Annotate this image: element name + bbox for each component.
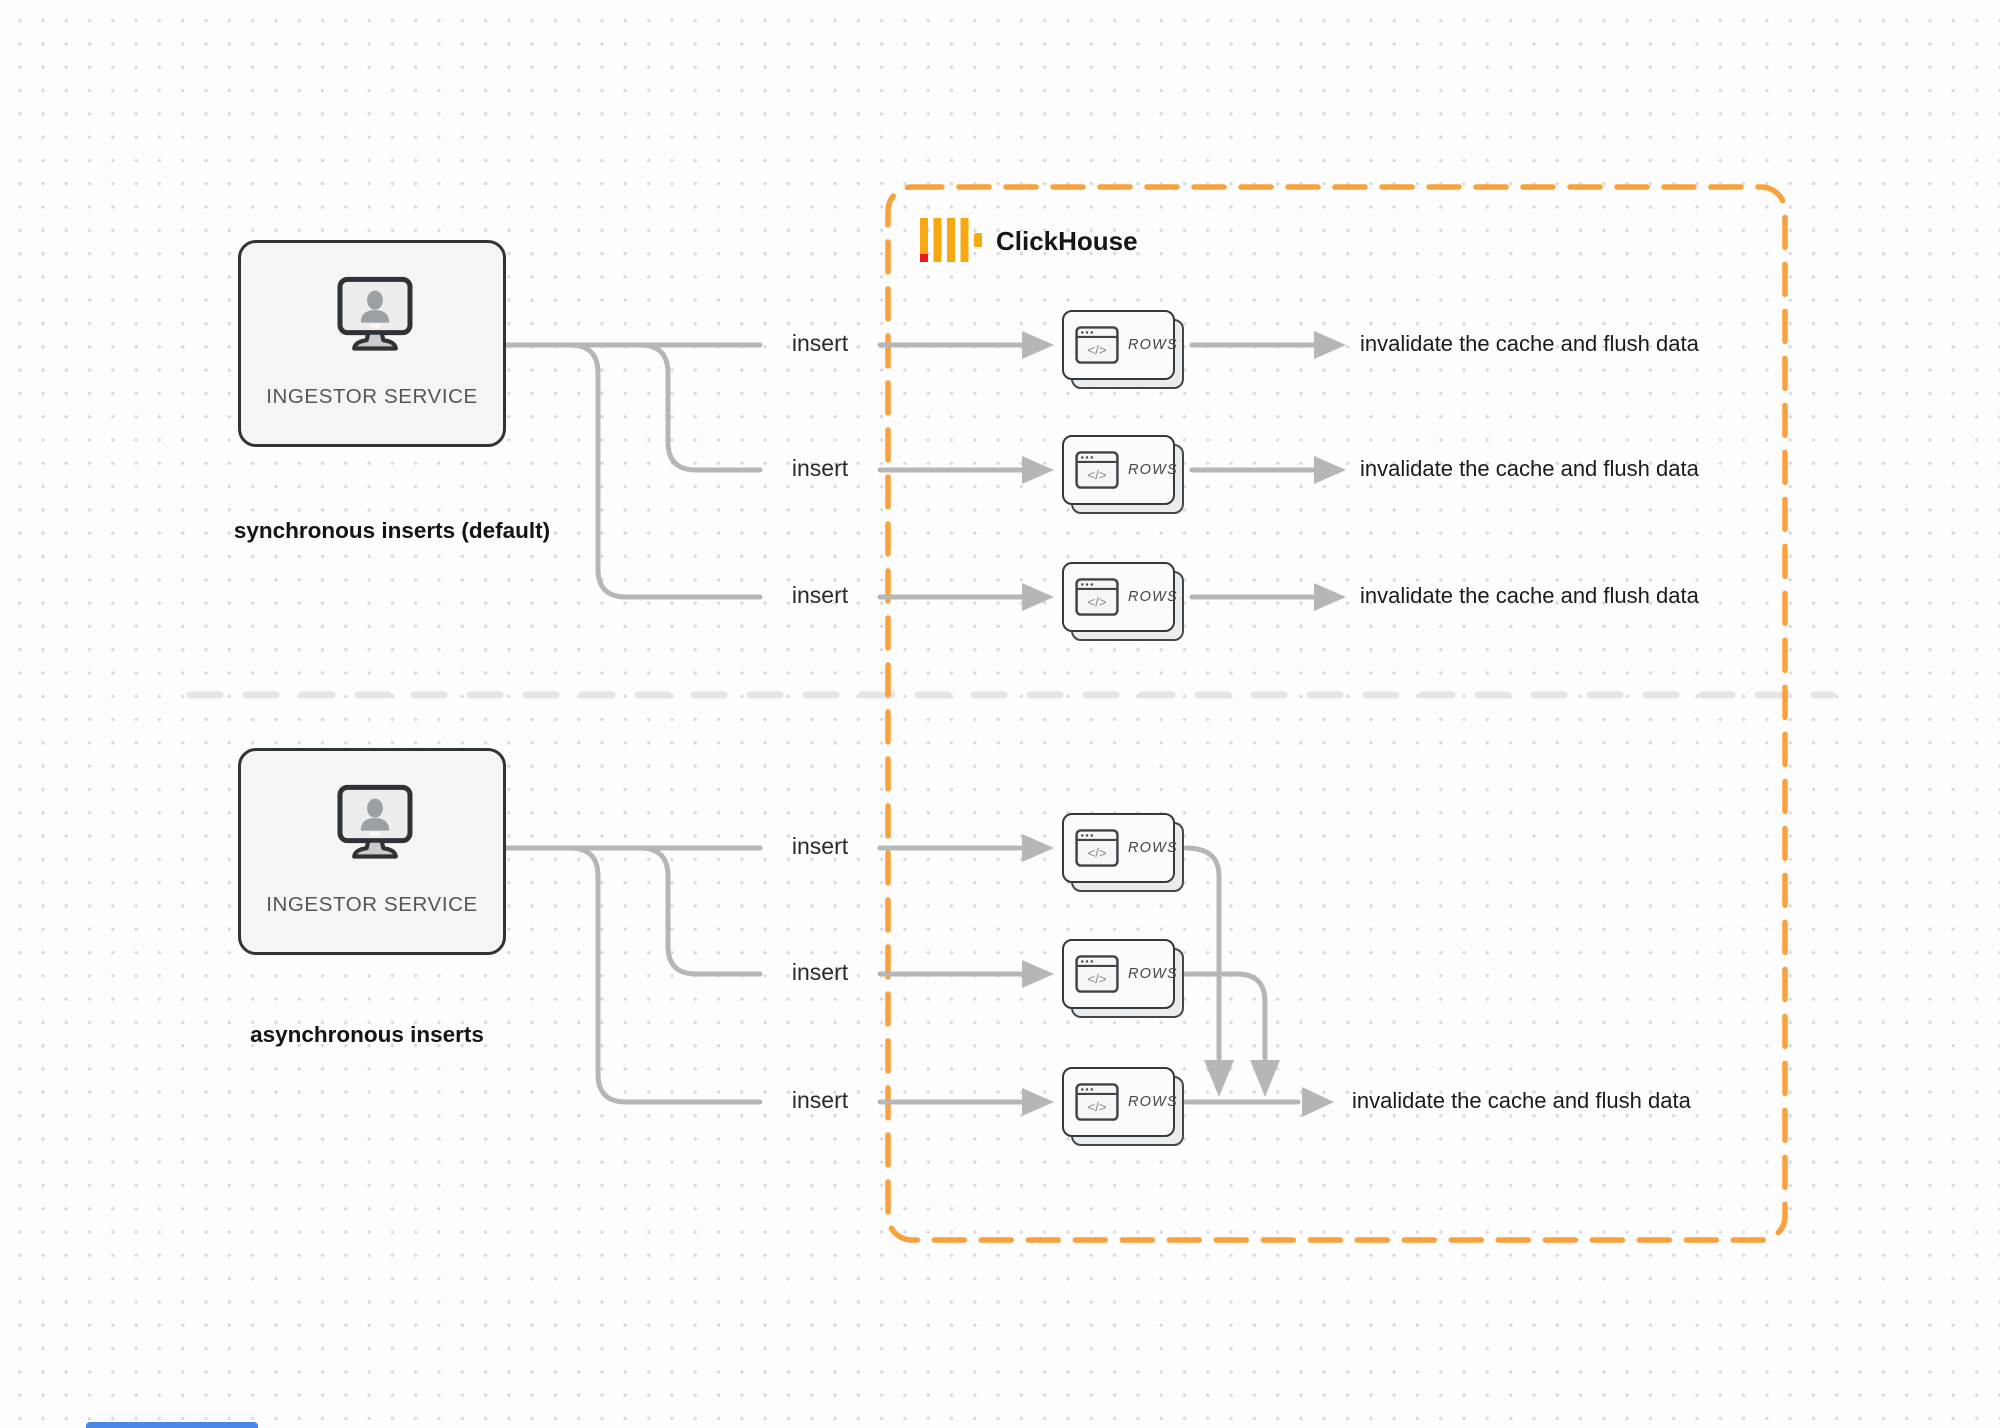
insert-label: insert	[791, 455, 849, 481]
code-glyph: </>	[1087, 1100, 1106, 1115]
arrowhead-right-icon	[1022, 960, 1054, 988]
arrowhead-down-icon	[1204, 1060, 1234, 1097]
code-window-icon: </>	[1075, 578, 1119, 616]
arrowhead-right-icon	[1022, 1088, 1054, 1116]
code-window-icon: </>	[1075, 955, 1119, 993]
arrowhead-right-icon	[1302, 1087, 1334, 1117]
insert-label: insert	[791, 833, 849, 859]
arrowhead-right-icon	[1022, 456, 1054, 484]
rows-card: </> ROWS	[1062, 813, 1178, 883]
user-silhouette-icon	[360, 818, 390, 831]
arrowheads	[1022, 331, 1346, 1117]
code-glyph: </>	[1087, 846, 1106, 861]
rows-label: ROWS	[1128, 337, 1178, 353]
connector-line	[1183, 845, 1222, 1061]
code-window-icon: </>	[1075, 326, 1119, 364]
insert-label: insert	[791, 582, 849, 608]
monitor-user-icon	[337, 276, 413, 351]
connector-line	[567, 845, 763, 1105]
code-glyph: </>	[1087, 343, 1106, 358]
connector-line	[1183, 971, 1268, 1061]
arrowhead-right-icon	[1314, 583, 1346, 611]
result-label: invalidate the cache and flush data	[1360, 456, 1699, 481]
code-glyph: </>	[1087, 972, 1106, 987]
rows-card: </> ROWS	[1062, 562, 1178, 632]
ingestor-service-label: INGESTOR SERVICE	[266, 385, 478, 408]
rows-card-stack: </> ROWS	[1062, 435, 1186, 516]
connector-line	[567, 342, 763, 600]
arrowhead-right-icon	[1314, 331, 1346, 359]
partial-blue-bar	[86, 1422, 258, 1428]
arrowhead-right-icon	[1022, 583, 1054, 611]
insert-label: insert	[791, 330, 849, 356]
code-window-icon: </>	[1075, 829, 1119, 867]
async-ingestor-box: INGESTOR SERVICE	[238, 748, 506, 955]
async-caption: asynchronous inserts	[250, 1022, 484, 1047]
user-silhouette-icon	[367, 798, 383, 818]
connector-lines	[503, 342, 1321, 1105]
result-label: invalidate the cache and flush data	[1360, 331, 1699, 356]
arrowhead-right-icon	[1022, 834, 1054, 862]
code-window-icon: </>	[1075, 1083, 1119, 1121]
rows-card-stack: </> ROWS	[1062, 562, 1186, 643]
code-glyph: </>	[1087, 468, 1106, 483]
clickhouse-logo-icon	[920, 218, 982, 262]
connector-line	[637, 342, 763, 473]
rows-card-stack: </> ROWS	[1062, 939, 1186, 1020]
sync-caption: synchronous inserts (default)	[233, 518, 551, 543]
user-silhouette-icon	[360, 310, 390, 323]
rows-label: ROWS	[1128, 462, 1178, 478]
rows-label: ROWS	[1128, 1094, 1178, 1110]
result-label: invalidate the cache and flush data	[1360, 583, 1699, 608]
code-window-icon: </>	[1075, 451, 1119, 489]
code-glyph: </>	[1087, 595, 1106, 610]
sync-ingestor-box: INGESTOR SERVICE	[238, 240, 506, 447]
rows-label: ROWS	[1128, 840, 1178, 856]
user-silhouette-icon	[367, 290, 383, 310]
monitor-user-icon	[337, 784, 413, 859]
rows-card: </> ROWS	[1062, 310, 1178, 380]
rows-card: </> ROWS	[1062, 435, 1178, 505]
ingestor-service-label: INGESTOR SERVICE	[266, 893, 478, 916]
clickhouse-label: ClickHouse	[996, 226, 1138, 256]
insert-label: insert	[791, 959, 849, 985]
arrowhead-right-icon	[1022, 331, 1054, 359]
connector-line	[637, 845, 763, 977]
rows-label: ROWS	[1128, 589, 1178, 605]
rows-label: ROWS	[1128, 966, 1178, 982]
clickhouse-boundary	[885, 184, 1788, 1243]
rows-card-stack: </> ROWS	[1062, 1067, 1186, 1148]
rows-card-stack: </> ROWS	[1062, 813, 1186, 894]
rows-card-stack: </> ROWS	[1062, 310, 1186, 391]
insert-label: insert	[791, 1087, 849, 1113]
rows-card: </> ROWS	[1062, 939, 1178, 1009]
rows-card: </> ROWS	[1062, 1067, 1178, 1137]
arrowhead-down-icon	[1250, 1060, 1280, 1097]
arrowhead-right-icon	[1314, 456, 1346, 484]
result-label: invalidate the cache and flush data	[1352, 1088, 1691, 1113]
